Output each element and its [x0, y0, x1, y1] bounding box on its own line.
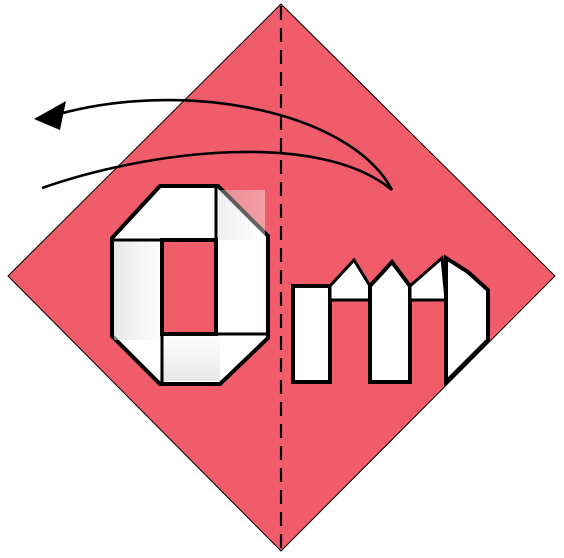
folded-letter-o: [110, 184, 270, 386]
shade-bottom: [160, 335, 220, 381]
inner-square: [160, 238, 218, 336]
shade-top-right: [215, 190, 265, 240]
curved-arrow-left-icon: [34, 98, 394, 191]
folded-letter-m: [291, 254, 490, 387]
shade-left: [114, 240, 162, 340]
